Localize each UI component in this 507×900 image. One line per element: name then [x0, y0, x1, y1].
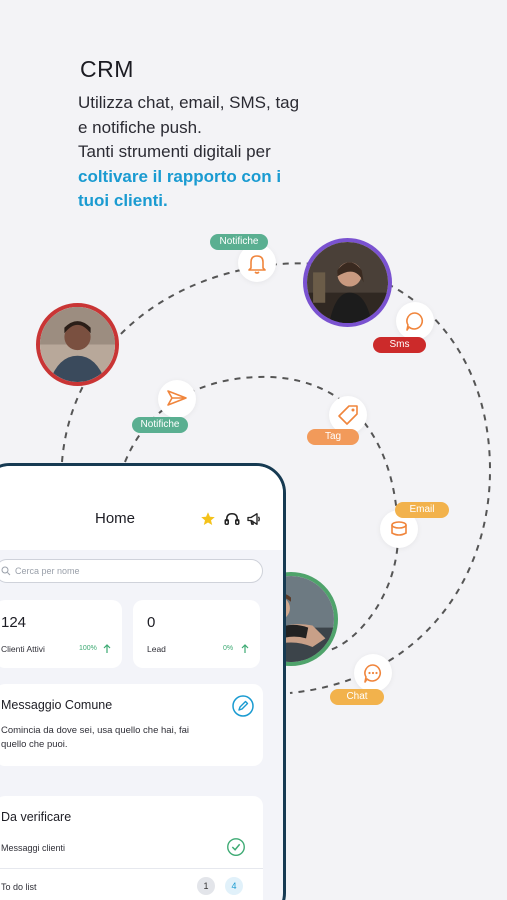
tag-icon — [329, 396, 367, 434]
stat-label: Lead — [147, 644, 166, 654]
hero-title: CRM — [80, 56, 134, 82]
page-title: Home — [95, 510, 136, 527]
check-circle-icon[interactable] — [225, 836, 247, 858]
pill-notifiche-top: Notifiche — [210, 234, 268, 250]
headset-icon[interactable] — [223, 510, 241, 528]
pill-notifiche-left: Notifiche — [132, 417, 188, 433]
avatar-woman-left — [36, 303, 119, 386]
pill-tag: Tag — [307, 429, 359, 445]
stat-percent: 0% — [223, 645, 234, 652]
stat-card-active-clients[interactable]: 124 Clienti Attivi 100% — [0, 600, 122, 668]
hero-line-2: e notifiche push. — [78, 117, 202, 137]
pill-chat: Chat — [330, 689, 384, 705]
edit-icon[interactable] — [231, 694, 255, 718]
pill-sms: Sms — [373, 337, 426, 353]
arrow-up-icon — [103, 644, 111, 653]
hero-line-1: Utilizza chat, email, SMS, tag — [78, 93, 300, 112]
search-bar[interactable] — [0, 559, 263, 583]
search-input[interactable] — [15, 562, 245, 580]
hero-highlight-2: tuoi clienti. — [78, 191, 168, 210]
phone-frame: Home 124 Clienti Attivi 100% 0 Lead 0% — [0, 463, 286, 900]
search-icon — [1, 566, 11, 576]
hero-highlight-1: coltivare il rapporto con i — [78, 166, 282, 186]
chat-dots-icon — [354, 654, 392, 692]
bell-icon — [238, 244, 276, 282]
card-title: Da verificare — [1, 810, 72, 824]
stat-card-lead[interactable]: 0 Lead 0% — [133, 600, 260, 668]
avatar-woman-top — [303, 238, 392, 327]
megaphone-icon[interactable] — [245, 510, 263, 528]
todo-count-badge: 1 — [197, 877, 215, 895]
stat-label: Clienti Attivi — [1, 644, 45, 654]
arrow-up-icon — [241, 644, 249, 653]
pill-email: Email — [395, 502, 449, 518]
stat-value: 0 — [147, 614, 156, 631]
row-divider — [0, 868, 263, 869]
common-message-card[interactable]: Messaggio Comune Comincia da dove sei, u… — [0, 684, 263, 766]
hero-line-3: Tanti strumenti digitali per — [78, 142, 271, 161]
chat-bubble-icon — [396, 302, 434, 340]
app-header: Home — [0, 466, 283, 550]
send-icon — [158, 380, 196, 418]
row-client-messages[interactable]: Messaggi clienti — [1, 843, 66, 853]
star-icon[interactable] — [199, 510, 217, 528]
stat-percent: 100% — [79, 645, 97, 652]
to-verify-card: Da verificare Messaggi clienti To do lis… — [0, 796, 263, 900]
hero: CRM Utilizza chat, email, SMS, tag e not… — [78, 56, 478, 214]
outer-orbit — [61, 262, 492, 694]
stat-value: 124 — [1, 614, 27, 631]
card-title: Messaggio Comune — [1, 698, 113, 712]
todo-count-badge: 4 — [225, 877, 243, 895]
row-todo-list[interactable]: To do list — [1, 882, 37, 892]
card-text: Comincia da dove sei, usa quello che hai… — [1, 725, 190, 750]
